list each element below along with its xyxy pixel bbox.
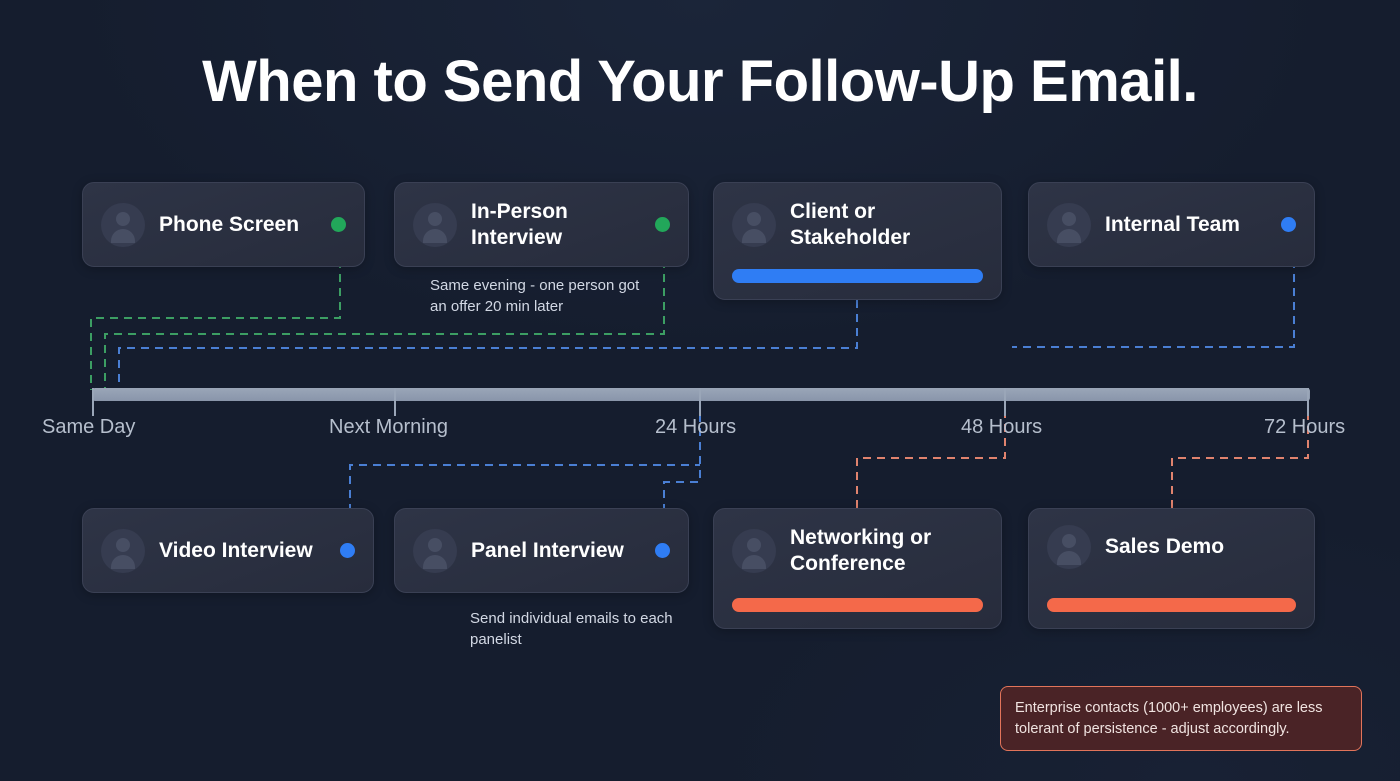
card-label: Networking or Conference xyxy=(790,526,932,575)
person-icon xyxy=(413,202,457,247)
card-label: Video Interview xyxy=(159,538,313,562)
progress-bar-orange xyxy=(1047,598,1296,612)
card-label: Phone Screen xyxy=(159,212,300,236)
status-dot-green xyxy=(655,217,670,232)
person-icon xyxy=(101,202,145,247)
card-in-person-interview[interactable]: In-Person Interview xyxy=(394,182,689,267)
status-dot-blue xyxy=(1281,217,1296,232)
card-label: Sales Demo xyxy=(1105,535,1225,559)
timeline-label-72-hours: 72 Hours xyxy=(1264,416,1346,438)
note-in-person-interview: Same evening - one person got an offer 2… xyxy=(430,277,640,315)
timeline-tick-next-morning xyxy=(394,388,396,416)
person-icon xyxy=(1047,525,1091,569)
progress-bar-orange xyxy=(732,598,983,612)
footnote-callout: Enterprise contacts (1000+ employees) ar… xyxy=(1000,686,1362,752)
card-internal-team[interactable]: Internal Team xyxy=(1028,182,1315,267)
card-content: Phone Screen xyxy=(83,183,364,266)
timeline-label-48-hours: 48 Hours xyxy=(961,416,1043,438)
timeline-axis xyxy=(92,388,1310,401)
note-panel-interview: Send individual emails to each panelist xyxy=(470,610,673,648)
timeline-tick-same-day xyxy=(92,388,94,416)
card-content: Video Interview xyxy=(83,509,373,592)
person-icon xyxy=(732,202,776,247)
timeline-tick-24-hours xyxy=(699,388,701,416)
card-content: Networking or Conference xyxy=(714,509,1001,576)
timeline-label-next-morning: Next Morning xyxy=(329,416,448,438)
card-sales-demo[interactable]: Sales Demo xyxy=(1028,508,1315,629)
card-content: Panel Interview xyxy=(395,509,688,592)
page-title: When to Send Your Follow-Up Email. xyxy=(202,49,1198,114)
card-networking-conference[interactable]: Networking or Conference xyxy=(713,508,1002,629)
status-dot-green xyxy=(331,217,346,232)
card-content: Client or Stakeholder xyxy=(714,183,1001,250)
status-dot-blue xyxy=(655,543,670,558)
person-icon xyxy=(413,528,457,573)
card-client-stakeholder[interactable]: Client or Stakeholder xyxy=(713,182,1002,300)
card-label: In-Person Interview xyxy=(471,199,568,249)
card-video-interview[interactable]: Video Interview xyxy=(82,508,374,593)
person-icon xyxy=(732,528,776,573)
status-dot-blue xyxy=(340,543,355,558)
progress-bar-blue xyxy=(732,269,983,283)
card-phone-screen[interactable]: Phone Screen xyxy=(82,182,365,267)
card-content: In-Person Interview xyxy=(395,183,688,266)
card-label: Panel Interview xyxy=(471,538,624,562)
timeline-tick-48-hours xyxy=(1004,388,1006,416)
card-label: Client or Stakeholder xyxy=(790,200,911,249)
card-label: Internal Team xyxy=(1105,212,1240,236)
person-icon xyxy=(1047,202,1091,247)
timeline-label-24-hours: 24 Hours xyxy=(655,416,737,438)
person-icon xyxy=(101,528,145,573)
card-content: Internal Team xyxy=(1029,183,1314,266)
timeline-tick-72-hours xyxy=(1307,388,1309,416)
timeline-label-same-day: Same Day xyxy=(42,416,136,438)
card-panel-interview[interactable]: Panel Interview xyxy=(394,508,689,593)
card-content: Sales Demo xyxy=(1029,509,1314,569)
